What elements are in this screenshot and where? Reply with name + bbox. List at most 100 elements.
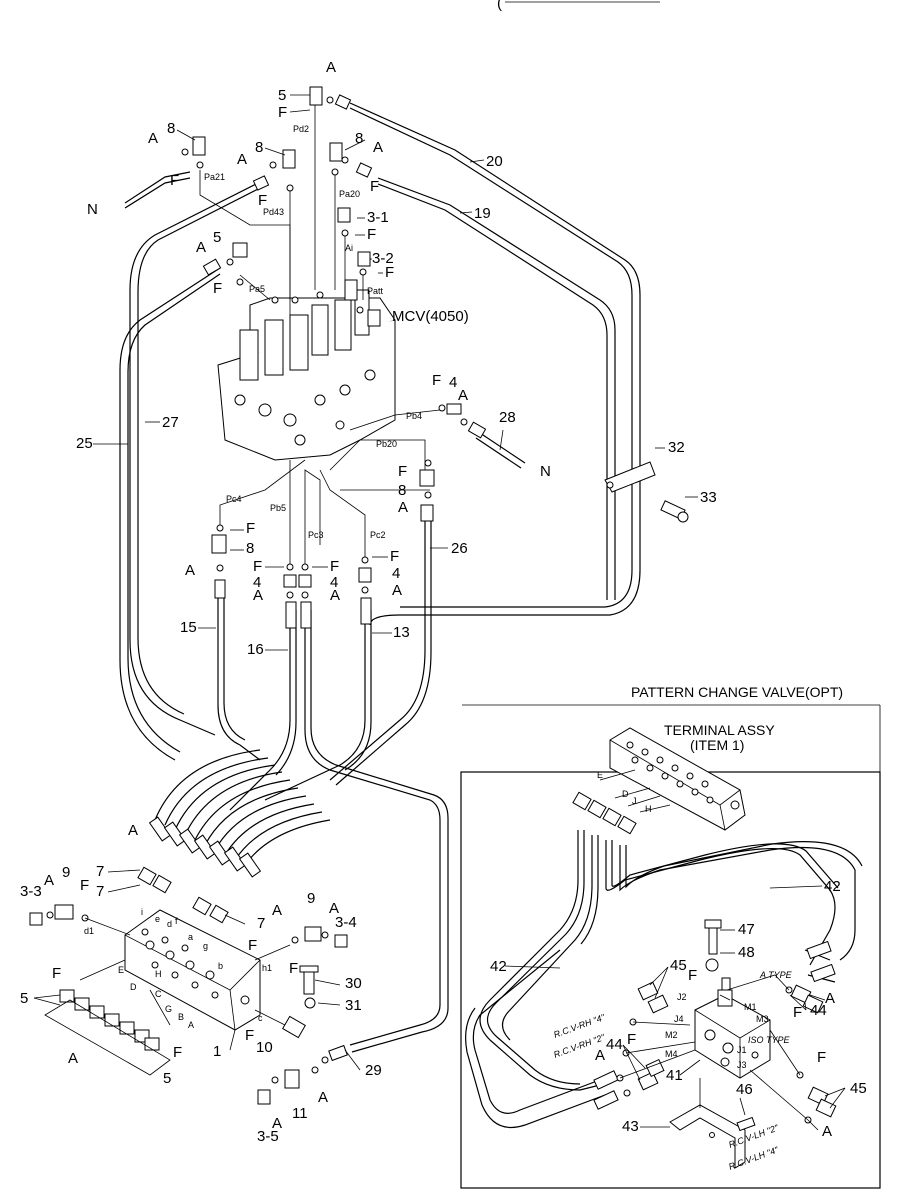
label-pd2: Pd2 [293,124,309,134]
label-f: F [52,965,61,982]
label-a: A [326,59,336,76]
label-a-type: A TYPE [759,970,793,980]
label-c: c [258,1013,263,1023]
label-pc4: Pc4 [226,494,242,504]
label-a: A [825,990,835,1007]
pilot-lines [199,105,441,565]
label-a: A [373,139,383,156]
label-item-7: 7 [257,915,265,932]
label-port-j1: J1 [737,1045,747,1055]
label-a: A [458,387,468,404]
label-port-j: J [632,796,637,806]
label-f: F [80,877,89,894]
label-f: F [627,1031,636,1048]
label-pb20: Pb20 [376,439,397,449]
fittings-lower [29,866,348,1105]
terminal-manifold [124,909,261,1031]
label-item-45: 45 [850,1080,867,1097]
label-a: A [272,1115,282,1132]
terminal-assy-title: TERMINAL ASSY [664,722,775,738]
label-hose-13: 13 [393,624,410,641]
label-f: F [330,558,339,575]
label-f: F [385,264,394,281]
label-port-f: f [175,916,178,926]
label-clamp-32: 32 [668,439,685,456]
label-item-30: 30 [345,975,362,992]
label-f: F [245,1027,254,1044]
labels-lower: A 7 9 F 3-3 A d1 7 A 7 F 9 A 3-4 F h1 F … [20,822,382,1145]
label-a: A [185,562,195,579]
label-d1: d1 [84,926,94,936]
label-a: A [44,872,54,889]
label-item-3-2: 3-2 [372,250,394,267]
partial-title: ( [497,0,502,12]
label-a: A [237,151,247,168]
label-port-j4: J4 [674,1014,684,1024]
label-item-8: 8 [355,130,363,147]
label-a: A [330,587,340,604]
label-item-31: 31 [345,997,362,1014]
label-iso-type: ISO TYPE [748,1035,791,1045]
label-hose-19: 19 [474,205,491,222]
label-port-m2: M2 [665,1030,678,1040]
label-a: A [196,239,206,256]
label-port-h: H [155,969,162,979]
label-f: F [793,1004,802,1021]
label-pa21: Pa21 [204,172,225,182]
label-item-4: 4 [449,374,457,391]
label-a: A [329,900,339,917]
label-hose-15: 15 [180,619,197,636]
hoses-main [119,102,641,1053]
label-f: F [289,960,298,977]
label-item-5: 5 [163,1070,171,1087]
label-pa20: Pa20 [339,189,360,199]
leaders-lower [33,869,361,1071]
label-item-11: 11 [292,1105,308,1122]
label-a: A [128,822,138,839]
label-a: A [318,1089,328,1106]
label-port-d: D [130,982,137,992]
label-hose-42: 42 [490,958,507,975]
label-item-3-3: 3-3 [20,883,42,900]
pcv-hoses [465,830,863,1129]
hose-ends-bundle [148,816,262,878]
label-f: F [253,558,262,575]
label-a: A [253,587,263,604]
label-f: F [278,104,287,121]
label-item-5: 5 [213,229,221,246]
label-f: F [258,192,267,209]
label-n: N [540,463,551,480]
label-hose-26: 26 [451,540,468,557]
label-item-4: 4 [330,574,338,591]
label-hose-29: 29 [365,1062,382,1079]
label-f: F [213,280,222,297]
label-f: F [390,548,399,565]
label-port-a: A [188,1020,194,1030]
leaders-pcv [504,885,846,1131]
label-a: A [392,582,402,599]
label-port-c: C [155,989,162,999]
label-item-3-4: 3-4 [335,914,357,931]
label-f: F [432,372,441,389]
label-item-8: 8 [255,139,263,156]
label-f: F [173,1044,182,1061]
label-item-8: 8 [398,482,406,499]
label-pc2: Pc2 [370,530,386,540]
label-port-m4: M4 [665,1049,678,1059]
label-f: F [367,226,376,243]
label-a: A [148,130,158,147]
label-port-i: i [141,907,143,917]
label-pb4: Pb4 [406,411,422,421]
fittings-main [181,86,689,629]
label-item-5: 5 [20,990,28,1007]
label-hose-20: 20 [486,153,503,170]
label-item-47: 47 [738,921,755,938]
label-item-7: 7 [96,863,104,880]
label-port-e: E [597,770,603,780]
label-a: A [398,499,408,516]
label-patt: Patt [367,286,384,296]
leaders-main [93,94,698,651]
label-item-4: 4 [392,565,400,582]
label-item-44: 44 [810,1002,827,1019]
